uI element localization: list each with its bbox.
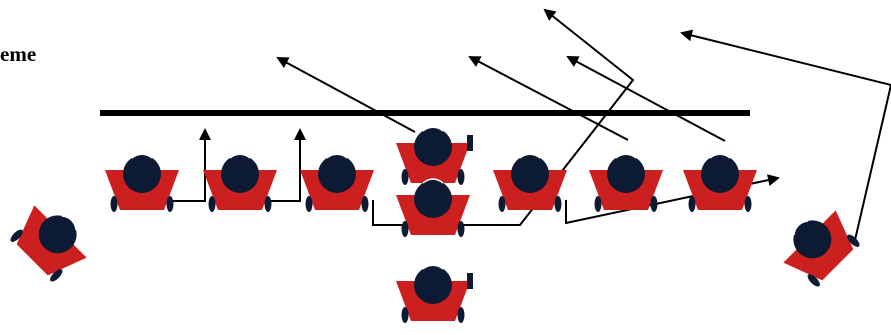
player-left-guard xyxy=(203,153,277,212)
player-right-tackle xyxy=(683,153,757,212)
player-right-guard xyxy=(589,153,663,212)
player-marker xyxy=(467,135,473,151)
player-head xyxy=(221,155,259,193)
player-head xyxy=(414,266,452,304)
player-foot-left xyxy=(401,307,409,323)
route-center-post xyxy=(276,57,416,133)
players-group xyxy=(10,126,860,323)
player-head xyxy=(38,215,77,254)
player-marker xyxy=(467,273,473,289)
player-foot-left xyxy=(10,229,23,242)
player-foot-left xyxy=(110,196,118,212)
player-foot-left xyxy=(305,196,313,212)
route-right-receiver-deep xyxy=(680,29,891,241)
route-right-cross-1 xyxy=(468,56,629,141)
player-foot-right xyxy=(457,169,465,185)
player-foot-left xyxy=(208,196,216,212)
player-head xyxy=(607,155,645,193)
player-foot-right xyxy=(166,196,174,212)
player-helmet-line xyxy=(709,153,731,159)
player-helmet-line xyxy=(422,178,444,184)
player-foot-right xyxy=(847,234,860,247)
player-foot-right xyxy=(650,196,658,212)
player-helmet-line xyxy=(131,153,153,159)
title-text: eme xyxy=(0,42,37,66)
player-foot-right xyxy=(50,269,63,282)
player-helmet-line xyxy=(422,126,444,132)
player-helmet-line xyxy=(793,220,809,236)
player-center-marker xyxy=(396,126,473,185)
player-helmet-line xyxy=(61,215,77,231)
route-right-cross-2 xyxy=(566,56,726,142)
player-foot-right xyxy=(457,221,465,237)
routes-group xyxy=(155,8,891,241)
player-foot-left xyxy=(498,196,506,212)
player-helmet-line xyxy=(422,264,444,270)
player-foot-left xyxy=(401,221,409,237)
player-right-inner xyxy=(493,153,567,212)
player-quarterback xyxy=(396,178,470,237)
player-foot-left xyxy=(401,169,409,185)
player-deep-back xyxy=(396,264,473,323)
player-head xyxy=(793,220,832,259)
player-helmet-line xyxy=(615,153,637,159)
player-left-tackle xyxy=(105,153,179,212)
player-foot-right xyxy=(457,307,465,323)
player-foot-right xyxy=(554,196,562,212)
player-head xyxy=(414,128,452,166)
player-left-inner xyxy=(300,153,374,212)
player-foot-left xyxy=(688,196,696,212)
route-back-deep xyxy=(372,8,635,226)
player-helmet-line xyxy=(326,153,348,159)
player-foot-right xyxy=(744,196,752,212)
player-foot-left xyxy=(807,274,820,287)
player-foot-right xyxy=(361,196,369,212)
player-helmet-line xyxy=(229,153,251,159)
player-foot-left xyxy=(594,196,602,212)
player-head xyxy=(701,155,739,193)
player-head xyxy=(318,155,356,193)
player-foot-right xyxy=(264,196,272,212)
player-helmet-line xyxy=(519,153,541,159)
player-head xyxy=(123,155,161,193)
player-right-receiver xyxy=(783,210,860,287)
player-head xyxy=(511,155,549,193)
player-head xyxy=(414,180,452,218)
player-left-receiver xyxy=(10,205,87,282)
